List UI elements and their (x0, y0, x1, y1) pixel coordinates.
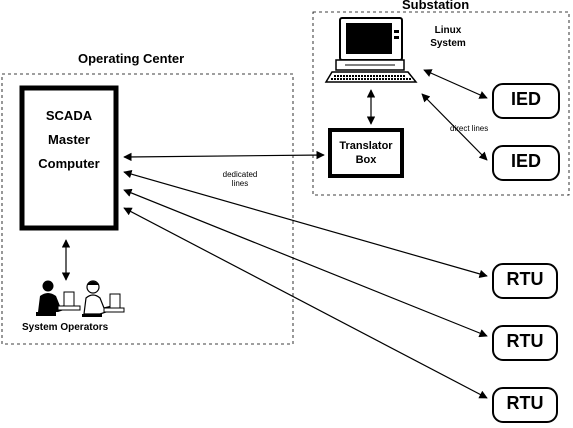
arrow-scada-rtu-3 (123, 207, 488, 399)
rtu-label-3: RTU (506, 393, 544, 413)
dedicated-label-line-2: lines (231, 179, 249, 189)
scada-label-line-3: Computer (38, 156, 100, 171)
system-operators-icon (36, 280, 125, 317)
scada-label-line-2: Master (48, 132, 90, 147)
scada-label-line-1: SCADA (45, 108, 93, 123)
direct-lines-label: direct lines (450, 124, 489, 133)
operating-center-title: Operating Center (78, 51, 185, 66)
linux-label-line-2: System (430, 38, 466, 49)
ied-label-1: IED (510, 89, 541, 109)
ied-label-2: IED (510, 151, 541, 171)
rtu-box-2 (492, 325, 558, 361)
arrow-linux-ied-2 (421, 93, 488, 161)
rtu-box-3 (492, 387, 558, 423)
substation-title: Substation (402, 0, 470, 12)
system-operators-label: System Operators (22, 322, 109, 333)
arrow-scada-rtu-2 (123, 188, 488, 338)
ied-box-1 (492, 83, 560, 119)
ied-box-2 (492, 145, 560, 181)
scada-master-box (19, 85, 119, 231)
scada-master-label: SCADA Master Computer (22, 104, 116, 176)
translator-label-line-2: Box (355, 154, 377, 166)
dedicated-label-line-1: dedicated (222, 170, 258, 179)
translator-label-line-1: Translator (339, 140, 393, 152)
rtu-box-1 (492, 263, 558, 299)
dedicated-lines-label: dedicated lines (214, 170, 266, 188)
linux-system-label: Linux System (418, 24, 478, 50)
arrow-linux-ied-1 (423, 69, 488, 99)
translator-box (328, 128, 404, 178)
arrow-scada-translator (123, 150, 325, 162)
translator-box-label: Translator Box (330, 139, 402, 167)
rtu-label-1: RTU (506, 269, 544, 289)
arrow-scada-rtu-1 (123, 170, 488, 278)
linux-computer-icon (324, 17, 418, 83)
rtu-label-2: RTU (506, 331, 544, 351)
linux-label-line-1: Linux (434, 25, 462, 36)
